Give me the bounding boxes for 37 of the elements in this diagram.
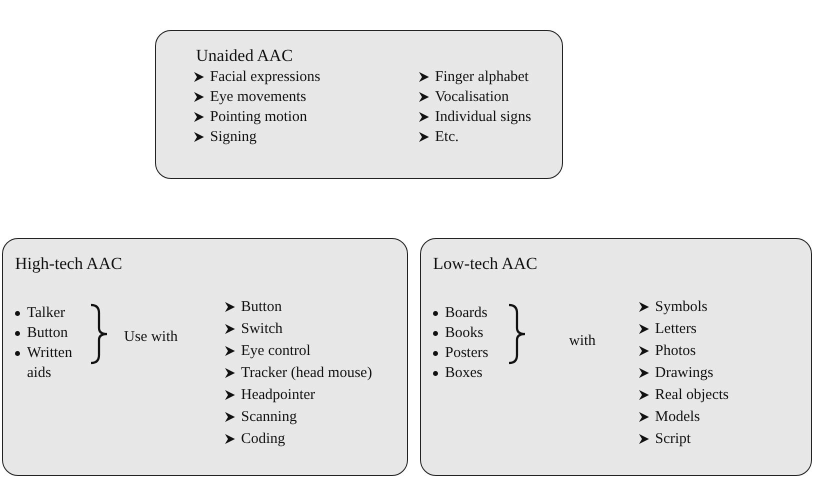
list-item: Switch — [241, 320, 283, 339]
connector-text: with — [569, 332, 596, 351]
list-item: Symbols — [655, 298, 708, 317]
list-item: Script — [655, 430, 691, 449]
rounded-box — [2, 238, 408, 476]
heading: High-tech AAC — [15, 254, 122, 274]
heading: Low-tech AAC — [433, 254, 538, 274]
heading: Unaided AAC — [196, 46, 293, 66]
list-item: Books — [445, 324, 484, 343]
list-item: Boxes — [445, 364, 482, 383]
list-item: Facial expressions — [210, 68, 320, 87]
list-item: Photos — [655, 342, 696, 361]
list-item: Button — [241, 298, 282, 317]
list-item: Headpointer — [241, 386, 316, 405]
list-item: Scanning — [241, 408, 297, 427]
list-item: Individual signs — [435, 108, 532, 127]
list-item: Etc. — [435, 128, 459, 147]
list-item: Pointing motion — [210, 108, 308, 127]
list-item: Button — [27, 324, 68, 343]
list-item: Posters — [445, 344, 488, 363]
list-item: Models — [655, 408, 700, 427]
list-item: Letters — [655, 320, 697, 339]
rounded-box — [155, 30, 563, 179]
list-item: Signing — [210, 128, 257, 147]
list-item: Real objects — [655, 386, 729, 405]
rounded-box — [420, 238, 812, 476]
list-item: Tracker (head mouse) — [241, 364, 372, 383]
list-item: Boards — [445, 304, 488, 323]
list-item: Drawings — [655, 364, 714, 383]
list-item: Talker — [27, 304, 66, 323]
list-item: Written aids — [27, 344, 74, 383]
list-item: Eye control — [241, 342, 311, 361]
list-item: Coding — [241, 430, 286, 449]
list-item: Vocalisation — [435, 88, 509, 107]
list-item: Finger alphabet — [435, 68, 529, 87]
connector-text: Use with — [124, 328, 178, 347]
list-item: Eye movements — [210, 88, 306, 107]
